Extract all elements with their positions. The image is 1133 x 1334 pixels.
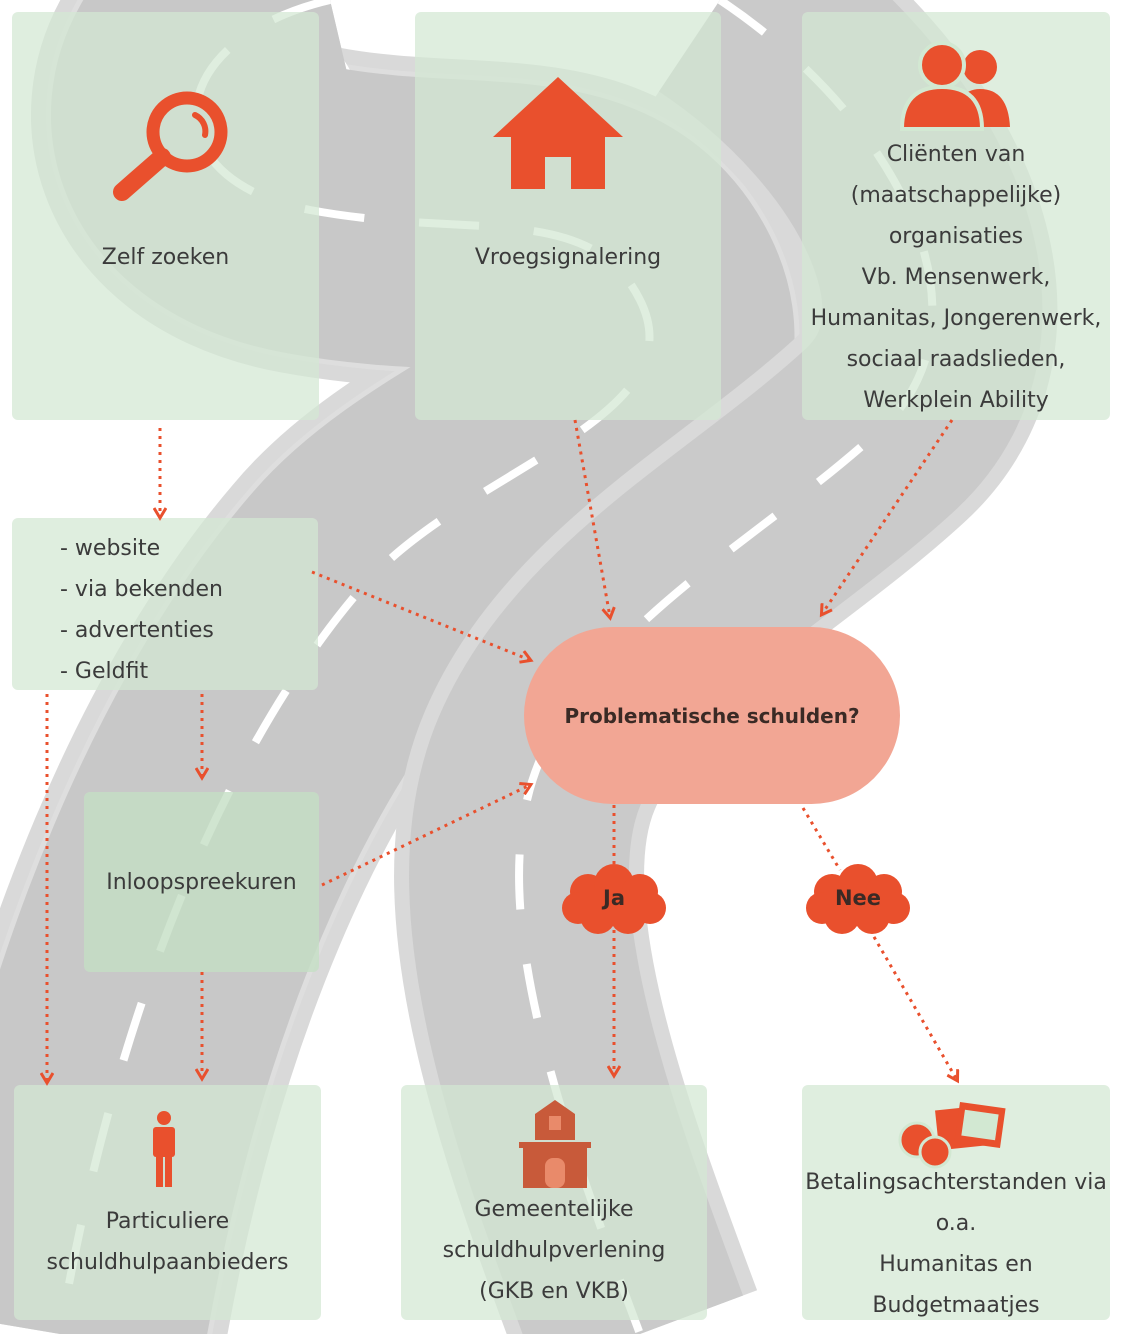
municipal-text: Gemeentelijke schuldhulpverlening (GKB e… [401,1189,707,1312]
cloud-yes-icon [562,864,666,934]
arrears-line: Humanitas en [879,1252,1033,1277]
decision-node: Problematische schulden? [524,627,900,804]
municipal-line: schuldhulpverlening [442,1238,666,1263]
private-line: schuldhulpaanbieders [46,1250,289,1275]
box-clients: Cliënten van (maatschappelijke) organisa… [802,12,1110,420]
clients-line: Werkplein Ability [863,388,1049,413]
box-arrears: Betalingsachterstanden via o.a. Humanita… [802,1085,1110,1320]
clients-line: Humanitas, Jongerenwerk, [810,306,1102,331]
people-icon [900,41,1010,131]
arrears-text: Betalingsachterstanden via o.a. Humanita… [802,1162,1110,1326]
arrears-line: Budgetmaatjes [872,1293,1040,1318]
walk-in-label: Inloopspreekuren [106,870,297,895]
box-municipal: Gemeentelijke schuldhulpverlening (GKB e… [401,1085,707,1320]
arrears-line: o.a. [935,1211,977,1236]
town-hall-icon [519,1100,591,1188]
channels-list: - website - via bekenden - advertenties … [60,528,223,692]
self-search-label: Zelf zoeken [101,245,230,270]
answer-no-cloud: Nee [802,864,914,936]
clients-line: Vb. Mensenwerk, [861,265,1051,290]
list-item: - Geldfit [60,659,149,684]
private-line: Particuliere [105,1209,230,1234]
private-providers-text: Particuliere schuldhulpaanbieders [14,1201,321,1283]
list-item: - website [60,536,161,561]
documents-coins-icon [898,1101,1006,1169]
answer-no-label: Nee [834,886,882,910]
box-walk-in: Inloopspreekuren [84,792,319,972]
answer-yes-cloud: Ja [558,864,670,936]
box-self-search: Zelf zoeken [12,12,319,420]
box-early-signaling: Vroegsignalering [415,12,721,420]
magnifier-icon [113,91,228,201]
cloud-no-icon [806,864,910,934]
box-channels [12,518,318,690]
clients-line: Cliënten van [886,142,1026,167]
clients-line: organisaties [888,224,1024,249]
list-item: - via bekenden [60,577,223,602]
list-item: - advertenties [60,618,214,643]
municipal-line: Gemeentelijke [474,1197,634,1222]
clients-line: sociaal raadslieden, [846,347,1066,372]
arrears-line: Betalingsachterstanden via [805,1170,1107,1195]
clients-text: Cliënten van (maatschappelijke) organisa… [802,134,1110,421]
clients-line: (maatschappelijke) [850,183,1062,208]
answer-yes-label: Ja [603,886,625,910]
municipal-line: (GKB en VKB) [479,1279,629,1304]
house-icon [493,77,623,189]
person-icon [153,1111,175,1187]
decision-label: Problematische schulden? [564,703,860,728]
early-signaling-label: Vroegsignalering [474,245,662,270]
box-private-providers: Particuliere schuldhulpaanbieders [14,1085,321,1320]
